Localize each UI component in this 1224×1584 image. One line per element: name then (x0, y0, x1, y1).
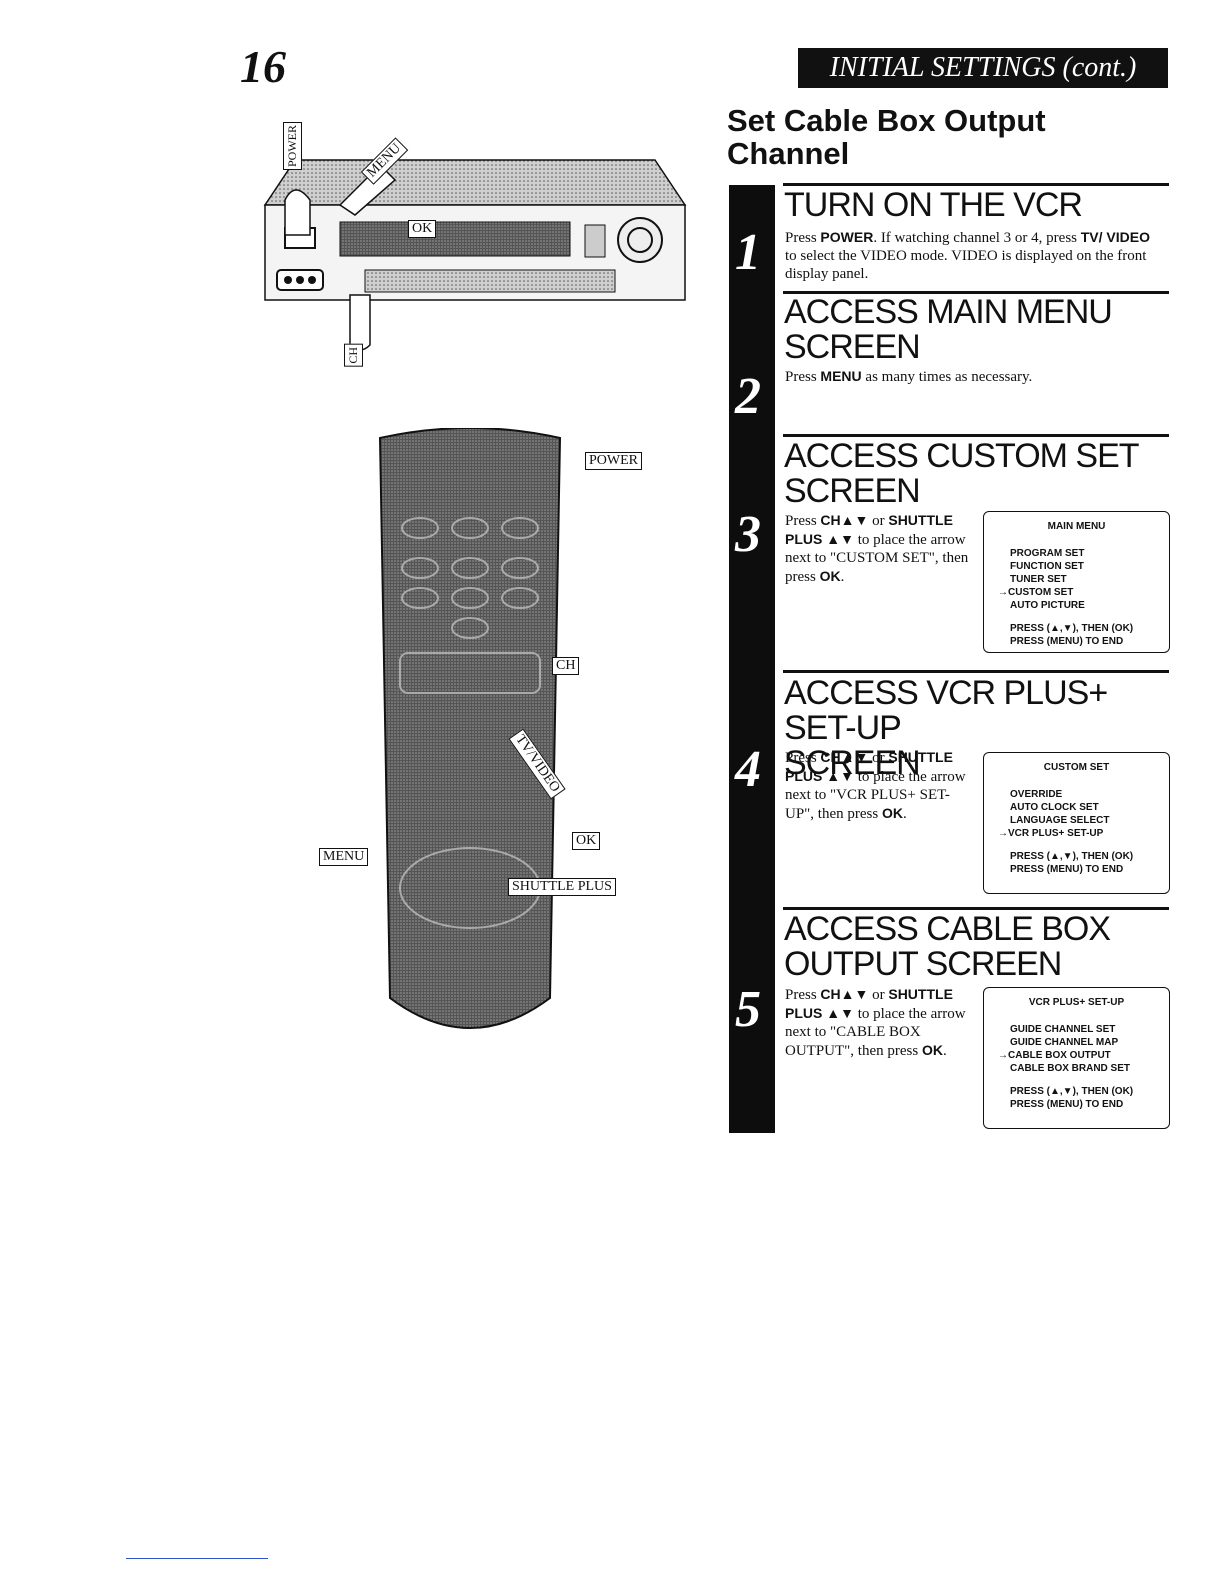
step-text-run: to place the arrow next to "VCR PLUS+ SE… (785, 769, 966, 822)
vcr-ch-label: CH (344, 344, 363, 367)
step-number: 4 (735, 741, 761, 798)
step-text-bold: OK (881, 805, 903, 821)
screen-footer-line: PRESS (MENU) TO END (1010, 636, 1124, 647)
step-text-bold: TV/ VIDEO (1080, 229, 1150, 245)
step-text-run: or (868, 987, 889, 1003)
step-text-bold: SHUTTLE PLUS ▲▼ (785, 749, 953, 784)
screen-menu-item: →VCR PLUS+ SET-UP (998, 828, 1104, 839)
page-number: 16 (240, 41, 286, 92)
step-text: Press POWER. If watching channel 3 or 4,… (785, 228, 1163, 283)
vcr-illustration (263, 159, 687, 351)
screen-menu-item: FUNCTION SET (1010, 561, 1084, 572)
step-divider (783, 183, 1169, 186)
step-text: Press CH▲▼ or SHUTTLE PLUS ▲▼ to place t… (785, 511, 973, 586)
vcr-power-label: POWER (283, 122, 302, 170)
step-text-bold: SHUTTLE PLUS ▲▼ (785, 986, 953, 1021)
screen-menu-item: AUTO CLOCK SET (1010, 802, 1099, 813)
page-title: Set Cable Box Output Channel (727, 103, 1046, 171)
step-text-run: . (942, 1043, 947, 1059)
step-text-run: to place the arrow next to "CUSTOM SET",… (785, 532, 969, 585)
step-text: Press CH▲▼ or SHUTTLE PLUS ▲▼ to place t… (785, 748, 973, 823)
section-banner: INITIAL SETTINGS (cont.) (798, 48, 1168, 88)
step-text-run: Press (785, 369, 821, 385)
step-text-run: Press (785, 987, 821, 1003)
screen-footer-line: PRESS (▲,▼), THEN (OK) (1010, 623, 1134, 634)
step-number: 2 (735, 368, 761, 425)
step-text-run: to place the arrow next to "CABLE BOX OU… (785, 1006, 966, 1059)
step-title: ACCESS MAIN MENU SCREEN (784, 293, 1113, 366)
custom-set-screen: CUSTOM SET OVERRIDE AUTO CLOCK SET LANGUAGE… (983, 752, 1170, 894)
screen-menu-item: CABLE BOX BRAND SET (1010, 1063, 1131, 1074)
step-text-bold: MENU (820, 368, 862, 384)
vcr-plus-setup-screen: VCR PLUS+ SET-UP GUIDE CHANNEL SET GUIDE C… (983, 987, 1170, 1129)
step-text-run: Press (785, 513, 821, 529)
screen-menu-item: PROGRAM SET (1010, 548, 1085, 559)
screen-title: MAIN MENU (1047, 521, 1106, 532)
step-text-run: as many times as necessary. (861, 369, 1033, 385)
screen-footer-line: PRESS (MENU) TO END (1010, 864, 1124, 875)
main-menu-screen: MAIN MENU PROGRAM SET FUNCTION SET TUNER SE… (983, 511, 1170, 653)
step-title: TURN ON THE VCR (784, 186, 1083, 224)
step-number: 5 (735, 981, 761, 1038)
step-text-bold: OK (921, 1042, 943, 1058)
step-text-run: or (868, 750, 889, 766)
screen-menu-item: →CUSTOM SET (998, 587, 1074, 598)
step-text: Press MENU as many times as necessary. (785, 367, 1163, 386)
step-text-bold: CH▲▼ (820, 512, 869, 528)
step-bar: 1 2 3 4 5 (729, 185, 775, 1133)
step-text: Press CH▲▼ or SHUTTLE PLUS ▲▼ to place t… (785, 985, 973, 1060)
screen-menu-item: TUNER SET (1010, 574, 1067, 585)
remote-power-label: POWER (585, 452, 642, 470)
step-divider (783, 291, 1169, 294)
screen-title: VCR PLUS+ SET-UP (1028, 997, 1125, 1008)
step-divider (783, 434, 1169, 437)
step-text-run: . (902, 806, 907, 822)
step-text-bold: POWER (820, 229, 874, 245)
step-number: 1 (735, 224, 761, 281)
remote-shuttle-plus-label: SHUTTLE PLUS (508, 878, 616, 896)
step-title: ACCESS CABLE BOX OUTPUT SCREEN (784, 910, 1111, 983)
screen-menu-item: GUIDE CHANNEL MAP (1010, 1037, 1119, 1048)
step-text-bold: SHUTTLE PLUS ▲▼ (785, 512, 953, 547)
screen-footer-line: PRESS (▲,▼), THEN (OK) (1010, 1086, 1134, 1097)
remote-menu-label: MENU (319, 848, 369, 866)
step-title: ACCESS CUSTOM SET SCREEN (784, 437, 1140, 510)
screen-menu-item: AUTO PICTURE (1010, 600, 1085, 611)
step-divider (783, 670, 1169, 673)
step-title: ACCESS VCR PLUS+ SET-UP SCREEN (784, 674, 1108, 782)
screen-menu-item: OVERRIDE (1010, 789, 1063, 800)
screen-footer-line: PRESS (MENU) TO END (1010, 1099, 1124, 1110)
remote-ok-label: OK (572, 832, 601, 850)
step-text-run: or (868, 513, 889, 529)
step-text-run: Press (785, 750, 821, 766)
step-text-run: . If watching channel 3 or 4, press (873, 230, 1081, 246)
step-text-run: Press (785, 230, 821, 246)
step-divider (783, 907, 1169, 910)
step-text-run: to select the VIDEO mode. VIDEO is displ… (785, 248, 1147, 282)
screen-title: CUSTOM SET (1043, 762, 1110, 773)
footer-rule (126, 1558, 268, 1559)
step-text-bold: OK (819, 568, 841, 584)
remote-ch-label: CH (552, 657, 580, 675)
step-text-run: . (840, 569, 845, 585)
step-number: 3 (735, 506, 761, 563)
step-text-bold: CH▲▼ (820, 986, 869, 1002)
screen-menu-item: GUIDE CHANNEL SET (1010, 1024, 1116, 1035)
screen-footer-line: PRESS (▲,▼), THEN (OK) (1010, 851, 1134, 862)
screen-menu-item: LANGUAGE SELECT (1010, 815, 1110, 826)
screen-menu-item: →CABLE BOX OUTPUT (998, 1050, 1111, 1061)
step-text-bold: CH▲▼ (820, 749, 869, 765)
vcr-ok-label: OK (408, 220, 437, 238)
